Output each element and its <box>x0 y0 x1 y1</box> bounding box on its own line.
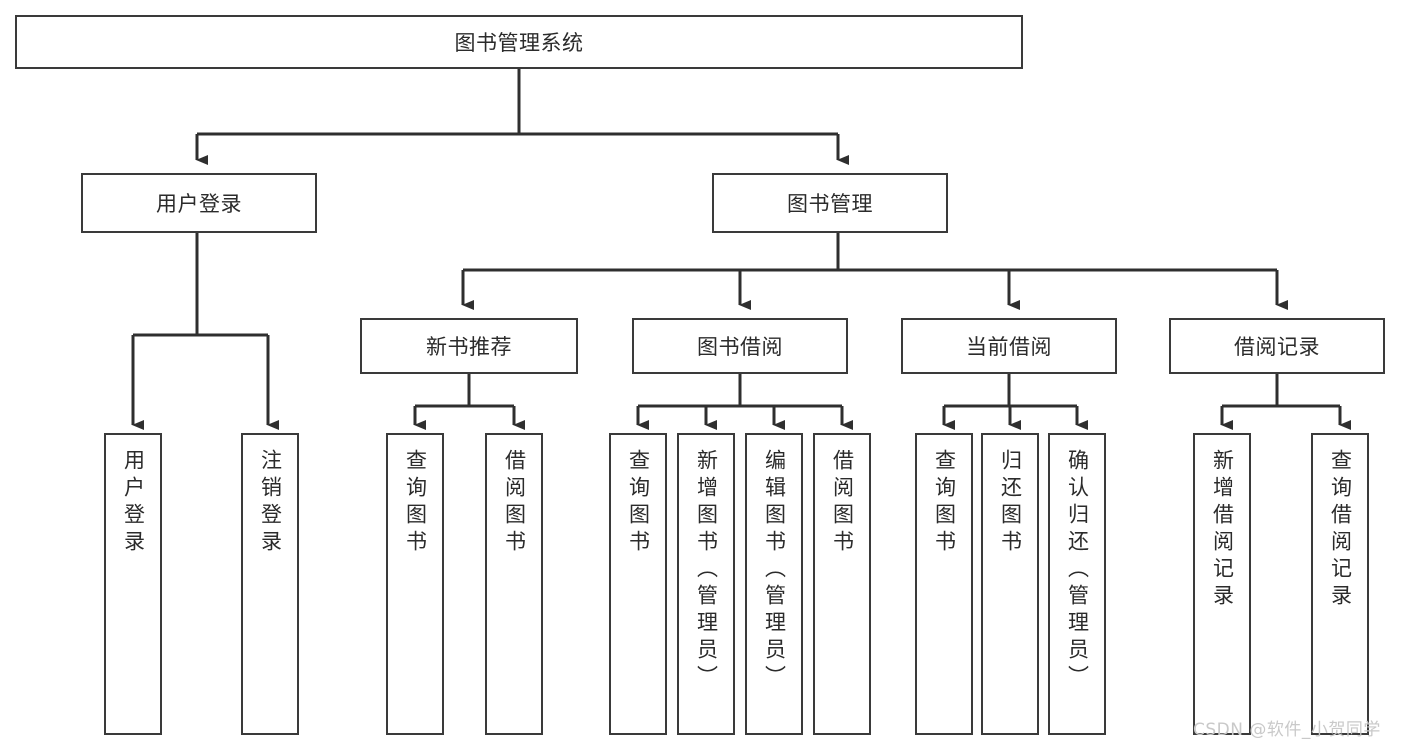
node-leaf-return-book-label: 归还图书 <box>998 449 1023 557</box>
watermark: CSDN @软件_小贺同学 <box>1193 715 1381 740</box>
node-current-borrow[interactable]: 当前借阅 <box>901 318 1117 374</box>
node-leaf-edit-book-label: 编辑图书（管理员） <box>762 449 787 692</box>
node-book-borrow[interactable]: 图书借阅 <box>632 318 848 374</box>
node-leaf-query-book-2[interactable]: 查询图书 <box>609 433 667 735</box>
node-leaf-add-book[interactable]: 新增图书（管理员） <box>677 433 735 735</box>
node-current-borrow-label: 当前借阅 <box>966 335 1052 359</box>
node-user-login-label: 用户登录 <box>156 192 242 216</box>
node-leaf-query-record[interactable]: 查询借阅记录 <box>1311 433 1369 735</box>
node-leaf-add-record[interactable]: 新增借阅记录 <box>1193 433 1251 735</box>
node-leaf-logout-login-label: 注销登录 <box>258 449 283 557</box>
node-user-login[interactable]: 用户登录 <box>81 173 317 233</box>
node-leaf-add-book-label: 新增图书（管理员） <box>694 449 719 692</box>
node-leaf-query-book-3[interactable]: 查询图书 <box>915 433 973 735</box>
node-leaf-return-book[interactable]: 归还图书 <box>981 433 1039 735</box>
node-leaf-logout-login[interactable]: 注销登录 <box>241 433 299 735</box>
node-leaf-query-record-label: 查询借阅记录 <box>1328 449 1353 611</box>
node-leaf-query-book-1-label: 查询图书 <box>403 449 428 557</box>
node-leaf-query-book-2-label: 查询图书 <box>626 449 651 557</box>
node-new-book-rec[interactable]: 新书推荐 <box>360 318 578 374</box>
node-borrow-record-label: 借阅记录 <box>1234 335 1320 359</box>
node-leaf-edit-book[interactable]: 编辑图书（管理员） <box>745 433 803 735</box>
node-leaf-confirm-return-label: 确认归还（管理员） <box>1065 449 1090 692</box>
node-leaf-borrow-book-1-label: 借阅图书 <box>502 449 527 557</box>
node-leaf-borrow-book-2[interactable]: 借阅图书 <box>813 433 871 735</box>
node-leaf-user-login[interactable]: 用户登录 <box>104 433 162 735</box>
node-leaf-borrow-book-1[interactable]: 借阅图书 <box>485 433 543 735</box>
node-root[interactable]: 图书管理系统 <box>15 15 1023 69</box>
node-leaf-borrow-book-2-label: 借阅图书 <box>830 449 855 557</box>
watermark-text: CSDN @软件_小贺同学 <box>1193 720 1381 740</box>
node-book-manage[interactable]: 图书管理 <box>712 173 948 233</box>
node-new-book-rec-label: 新书推荐 <box>426 335 512 359</box>
node-leaf-query-book-3-label: 查询图书 <box>932 449 957 557</box>
node-leaf-user-login-label: 用户登录 <box>121 449 146 557</box>
node-borrow-record[interactable]: 借阅记录 <box>1169 318 1385 374</box>
node-leaf-confirm-return[interactable]: 确认归还（管理员） <box>1048 433 1106 735</box>
node-root-label: 图书管理系统 <box>454 31 584 55</box>
node-book-manage-label: 图书管理 <box>787 192 873 216</box>
node-leaf-add-record-label: 新增借阅记录 <box>1210 449 1235 611</box>
node-leaf-query-book-1[interactable]: 查询图书 <box>386 433 444 735</box>
node-book-borrow-label: 图书借阅 <box>697 335 783 359</box>
